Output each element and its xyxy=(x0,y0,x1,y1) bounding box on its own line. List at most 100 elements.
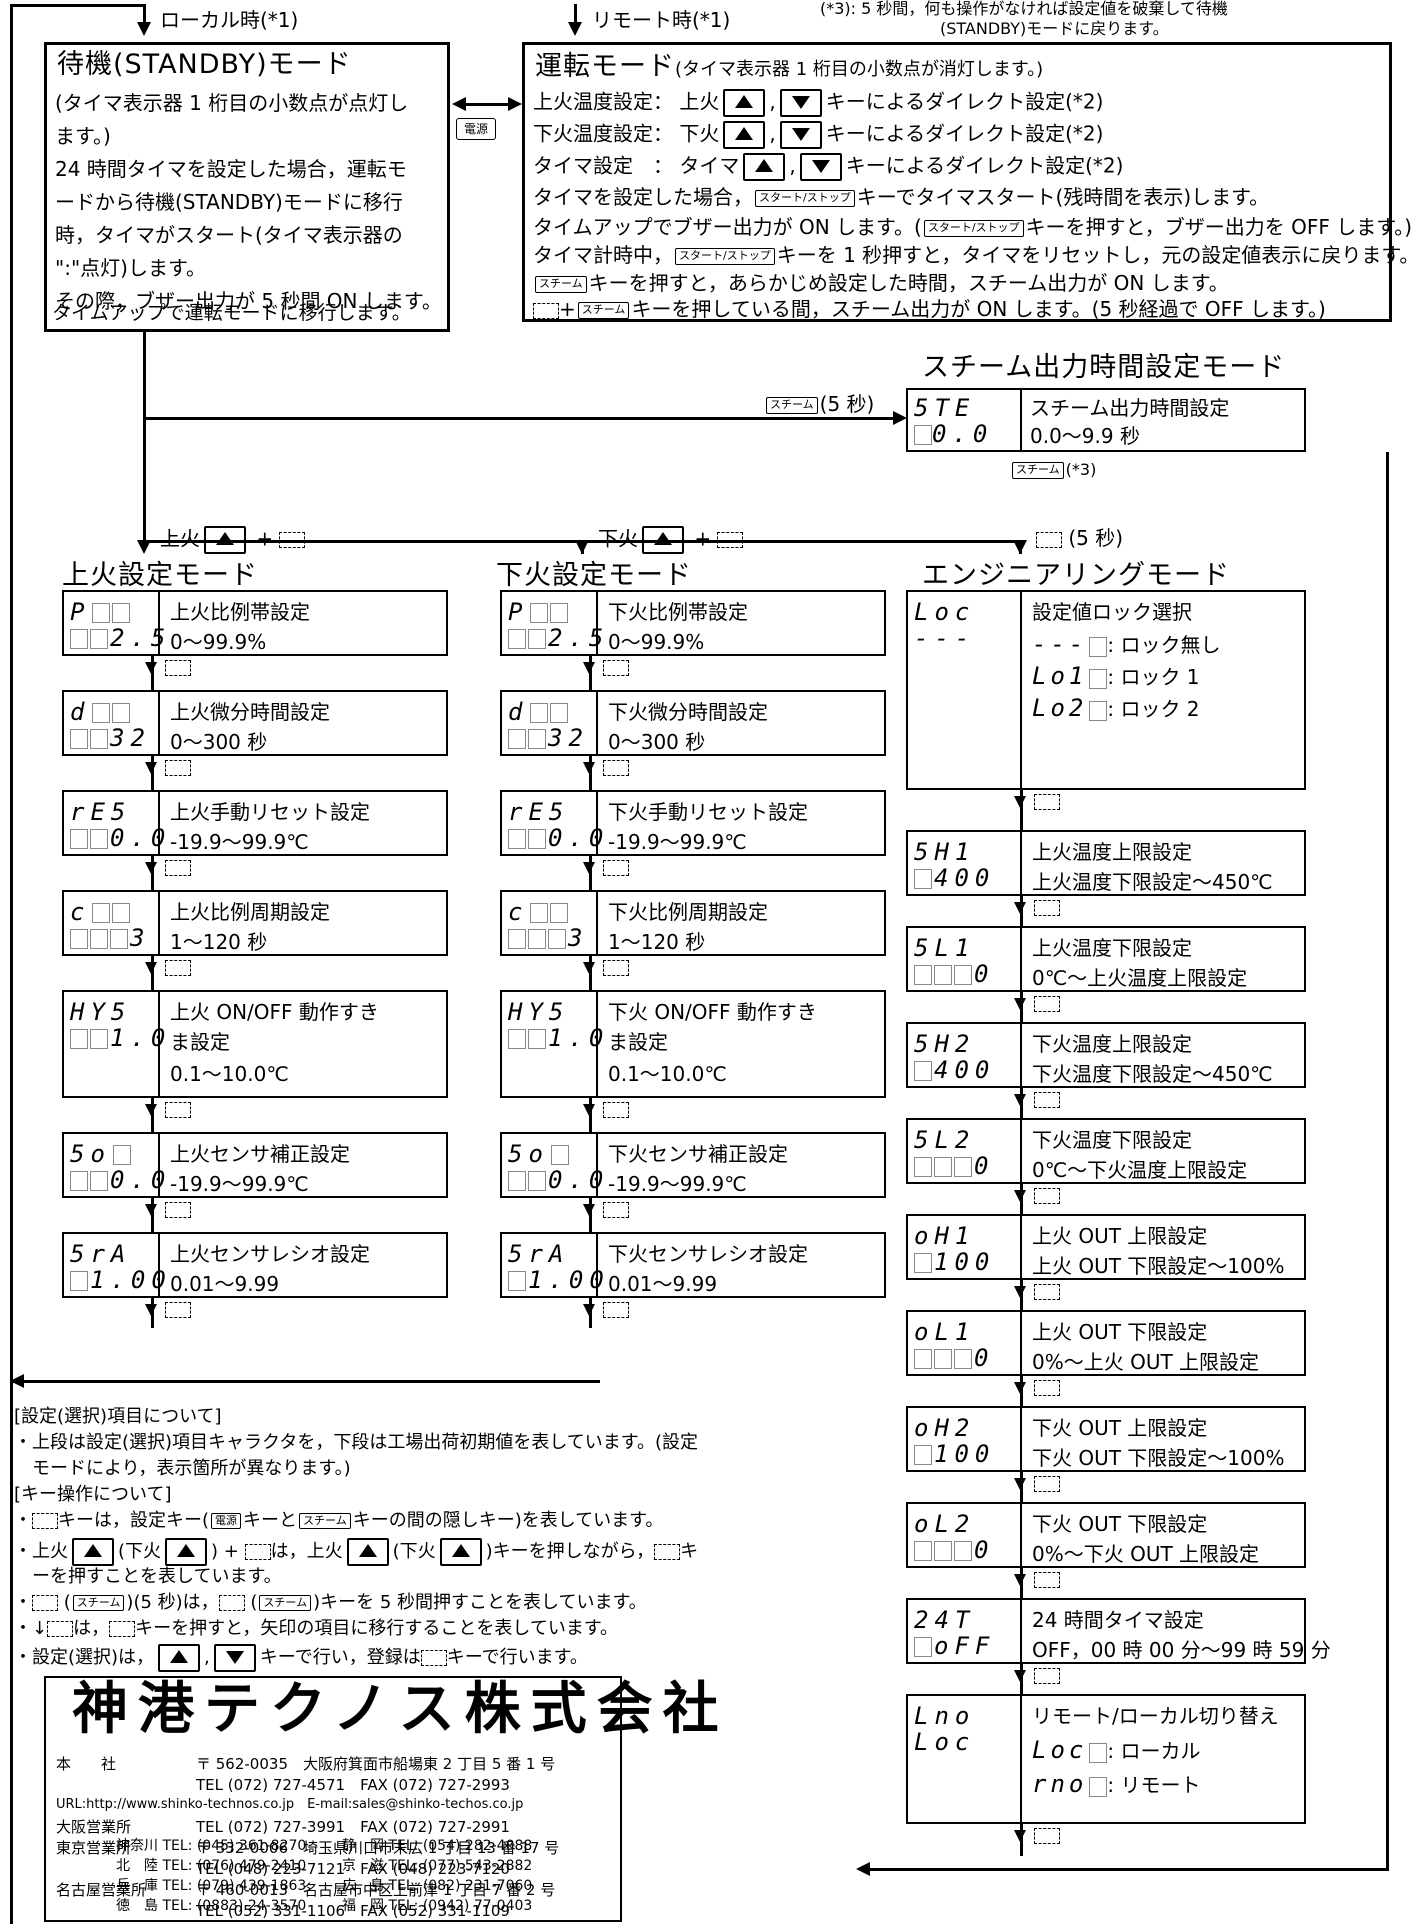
item-name: 上火センサ補正設定 xyxy=(170,1142,350,1166)
note-text: キーを押すと，矢印の項目に移行することを表しています。 xyxy=(135,1618,619,1639)
arrow-left xyxy=(452,97,466,111)
note-heading: [設定(選択)項目について] xyxy=(14,1406,222,1427)
steam-code: 5TE xyxy=(914,394,976,422)
init-value: 32 xyxy=(110,724,151,752)
item-init: 0.0 xyxy=(70,1166,171,1194)
note-text: キーを 5 秒間押すことを表しています。 xyxy=(320,1592,647,1613)
arrow-down xyxy=(145,762,157,774)
hidden-key-icon xyxy=(603,1102,629,1118)
company-label: 本 社 xyxy=(56,1755,117,1773)
init-value: 0 xyxy=(974,1152,995,1180)
power-key: 電源 xyxy=(456,118,497,141)
item-init: --- xyxy=(914,624,976,652)
trunk-line xyxy=(143,332,146,542)
arrow-down xyxy=(137,540,151,554)
item-range: -19.9～99.9℃ xyxy=(608,830,747,854)
blank-digit xyxy=(914,1349,932,1369)
item-init: 400 xyxy=(914,864,995,892)
code-text: HY5 xyxy=(508,998,570,1026)
blank-digit xyxy=(508,929,526,949)
blank-digit xyxy=(934,965,952,985)
down-key-icon xyxy=(779,89,822,117)
standby-line: ":"点灯)します。 xyxy=(55,256,206,280)
blank-digit xyxy=(70,1029,88,1049)
note-text: は， xyxy=(73,1618,110,1639)
run-text: キーを 1 秒押すと，タイマをリセットし，元の設定値表示に戻ります。 xyxy=(776,243,1419,267)
note3-line1: (*3): 5 秒間，何も操作がなければ設定値を破棄して待機 xyxy=(820,0,1228,18)
remote-option: Loc: ローカル xyxy=(1032,1736,1200,1765)
item-range: 上火 OUT 下限設定～100% xyxy=(1032,1254,1285,1278)
init-value: 32 xyxy=(548,724,589,752)
init-value: 0 xyxy=(974,1536,995,1564)
note-text-row: ・ (スチーム)(5 秒)は， (スチーム)キーを 5 秒間押すことを表していま… xyxy=(14,1592,647,1613)
blank-digit xyxy=(914,869,932,889)
item-code: rE5 xyxy=(70,798,131,826)
eng-mode-title: エンジニアリングモード xyxy=(922,560,1230,591)
hidden-key-icon xyxy=(533,302,559,319)
divider xyxy=(1020,1600,1022,1662)
blank-digit xyxy=(70,929,88,949)
hidden-key-icon xyxy=(165,1302,191,1318)
item-init: 1.00 xyxy=(508,1266,610,1294)
blank-digit xyxy=(954,1349,972,1369)
divider xyxy=(158,792,160,854)
blank-digit xyxy=(550,1145,569,1165)
branch-phone: 京 滋 TEL: (077) 543-2882 xyxy=(342,1858,533,1874)
item-init: 32 xyxy=(70,724,151,752)
standby-line: ます。) xyxy=(55,124,111,148)
up-key-icon xyxy=(723,121,766,149)
item-name: 下火比例帯設定 xyxy=(608,600,748,624)
note3-line2: (STANDBY)モードに戻ります。 xyxy=(940,19,1169,38)
run-line: タイマ計時中，スタート/ストップキーを 1 秒押すと，タイマをリセットし，元の設… xyxy=(533,243,1419,267)
init-value: 100 xyxy=(934,1440,996,1468)
steam-key: スチーム xyxy=(535,276,587,293)
arrow-down xyxy=(145,1204,157,1216)
note-text: ・設定(選択)は， xyxy=(14,1647,155,1668)
divider xyxy=(596,892,598,954)
remote-option: rno: リモート xyxy=(1032,1770,1200,1799)
blank-digit xyxy=(528,1171,546,1191)
blank-digit xyxy=(914,1253,932,1273)
arrow-down xyxy=(137,22,151,36)
steam-range: 0.0～9.9 秒 xyxy=(1030,424,1140,448)
steam-key: スチーム xyxy=(72,1594,125,1612)
down-key-icon xyxy=(213,1644,256,1672)
blank-digit xyxy=(548,929,566,949)
steam-init: 0.0 xyxy=(914,420,993,448)
blank-digit xyxy=(914,965,932,985)
divider xyxy=(158,1234,160,1296)
init-value: 1.0 xyxy=(548,1024,610,1052)
item-code: oH1 xyxy=(914,1222,975,1250)
steam-init-value: 0.0 xyxy=(932,420,994,448)
item-code: c xyxy=(508,898,569,926)
arrow-down xyxy=(145,1104,157,1116)
hidden-key-icon xyxy=(717,532,744,548)
blank-digit xyxy=(90,1029,108,1049)
blank-digit xyxy=(528,1029,546,1049)
run-line: タイマを設定した場合，スタート/ストップキーでタイマスタート(残時間を表示)しま… xyxy=(533,185,1269,209)
code-text: 5rA xyxy=(508,1240,570,1268)
item-init: 100 xyxy=(914,1248,995,1276)
item-range: 0.1～10.0℃ xyxy=(608,1062,727,1086)
steam-mode-title: スチーム出力時間設定モード xyxy=(922,352,1286,383)
local-label: ローカル時(*1) xyxy=(160,8,299,32)
init-value: oFF xyxy=(934,1632,996,1660)
note-text: ・上火 xyxy=(14,1541,68,1562)
branch-phone: 福 岡 TEL: (0942) 77-0403 xyxy=(342,1898,533,1914)
item-init: 400 xyxy=(914,1056,995,1084)
blank-digit xyxy=(90,629,108,649)
item-name: 上火 OUT 下限設定 xyxy=(1032,1320,1208,1344)
run-line: タイマ設定 ： タイマ,キーによるダイレクト設定(*2) xyxy=(533,153,1123,181)
note-text: キーの間の隠しキー)を表しています。 xyxy=(352,1510,664,1531)
blank-digit xyxy=(530,903,549,923)
steam-key: スチーム xyxy=(577,302,630,319)
item-name: 上火手動リセット設定 xyxy=(170,800,370,824)
